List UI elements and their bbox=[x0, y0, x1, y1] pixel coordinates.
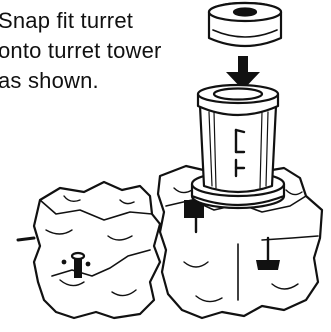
rock-base-left bbox=[18, 182, 160, 318]
turret-cap bbox=[209, 3, 281, 46]
turret-tower bbox=[192, 85, 284, 208]
